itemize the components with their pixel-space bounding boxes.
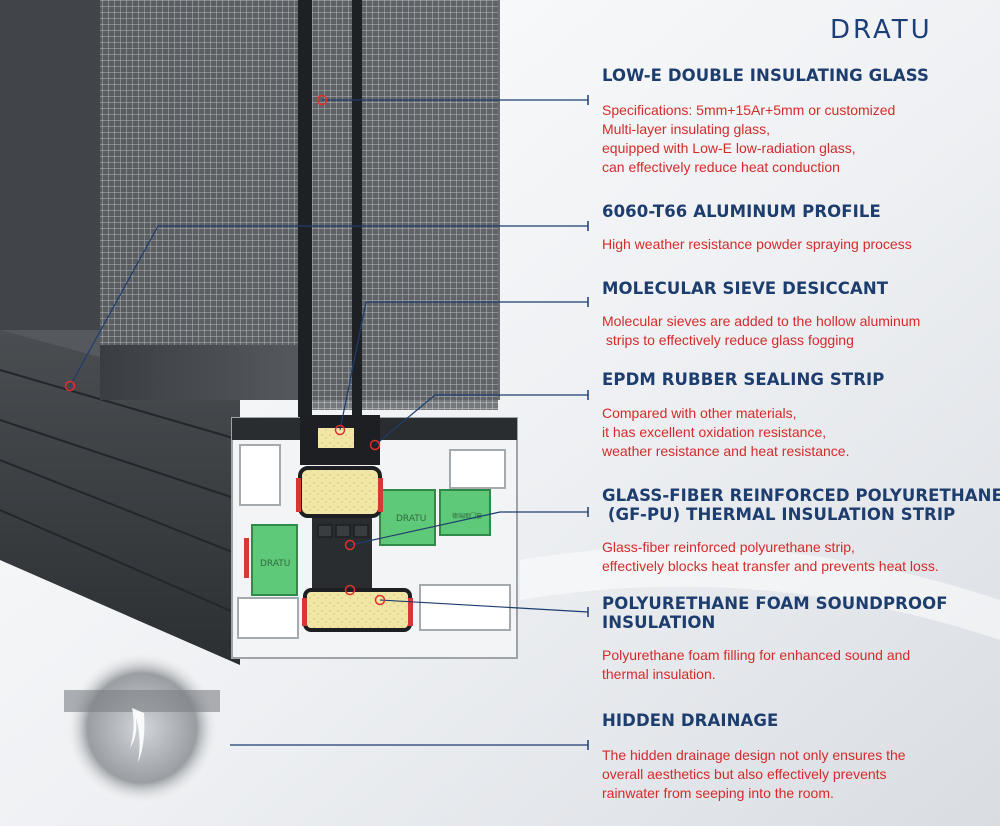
profile-cross-section <box>231 415 518 659</box>
gfpu-strip-right <box>439 489 491 536</box>
feature-hidden-drainage: HIDDEN DRAINAGE The hidden drainage desi… <box>602 711 994 803</box>
leader-lines <box>69 99 589 746</box>
feature-title: HIDDEN DRAINAGE <box>602 711 779 730</box>
feature-title: GLASS-FIBER REINFORCED POLYURETHANE (GF-… <box>602 486 1000 524</box>
feature-gfpu-strip: GLASS-FIBER REINFORCED POLYURETHANE (GF-… <box>602 486 1000 576</box>
foam-chamber-lower <box>303 588 412 632</box>
profile-brand-sublabel: 德瑞图门窗 <box>452 512 482 520</box>
feature-title: EPDM RUBBER SEALING STRIP <box>602 370 885 389</box>
description-line: can effectively reduce heat conduction <box>602 159 840 175</box>
feature-title: LOW-E DOUBLE INSULATING GLASS <box>602 66 929 85</box>
description-line: Multi-layer insulating glass, <box>602 121 771 137</box>
profile-brand-label-left: DRATU <box>260 559 290 569</box>
water-drop-icon <box>130 708 145 763</box>
profile-brand-label: DRATU <box>396 514 426 524</box>
description-line: effectively blocks heat transfer and pre… <box>602 558 939 574</box>
glass-spacer-bar <box>298 0 312 430</box>
drainage-detail-frame <box>64 690 220 712</box>
feature-title: POLYURETHANE FOAM SOUNDPROOF INSULATION <box>602 594 994 632</box>
description-line: Glass-fiber reinforced polyurethane stri… <box>602 539 855 555</box>
description-line: overall aesthetics but also effectively … <box>602 766 887 782</box>
description-line: equipped with Low-E low-radiation glass, <box>602 140 856 156</box>
description-line: Molecular sieves are added to the hollow… <box>602 313 921 329</box>
title-line: POLYURETHANE FOAM SOUNDPROOF <box>602 594 948 613</box>
insect-screen-mesh-left <box>100 0 298 345</box>
left-frame-face <box>0 330 240 665</box>
feature-molecular-sieve: MOLECULAR SIEVE DESICCANT Molecular siev… <box>602 279 994 350</box>
feature-description: Polyurethane foam filling for enhanced s… <box>602 646 994 684</box>
feature-title: MOLECULAR SIEVE DESICCANT <box>602 279 889 298</box>
description-line: thermal insulation. <box>602 666 716 682</box>
title-line: GLASS-FIBER REINFORCED POLYURETHANE <box>602 486 1000 505</box>
description-line: Compared with other materials, <box>602 405 797 421</box>
description-line: The hidden drainage design not only ensu… <box>602 747 906 763</box>
description-line: rainwater from seeping into the room. <box>602 785 834 801</box>
description-line: it has excellent oxidation resistance, <box>602 424 827 440</box>
left-frame-top <box>0 0 100 330</box>
feature-low-e-glass: LOW-E DOUBLE INSULATING GLASS Specificat… <box>602 66 994 177</box>
title-line: INSULATION <box>602 613 716 632</box>
feature-description: Molecular sieves are added to the hollow… <box>602 312 994 350</box>
feature-aluminum-profile: 6060-T66 ALUMINUM PROFILE High weather r… <box>602 202 994 254</box>
background-swoosh <box>520 546 1000 640</box>
feature-epdm-strip: EPDM RUBBER SEALING STRIP Compared with … <box>602 370 994 461</box>
feature-description: Glass-fiber reinforced polyurethane stri… <box>602 538 994 576</box>
insect-screen-mesh-right <box>312 0 498 410</box>
feature-description: The hidden drainage design not only ensu… <box>602 746 994 803</box>
frame-grooves <box>0 369 241 616</box>
gfpu-strip-left <box>251 524 298 596</box>
callout-markers <box>64 94 386 606</box>
feature-description: Compared with other materials, it has ex… <box>602 404 994 461</box>
description-line: strips to effectively reduce glass foggi… <box>602 332 854 348</box>
brand-logo: DRATU <box>830 15 933 45</box>
description-line: Specifications: 5mm+15Ar+5mm or customiz… <box>602 102 896 118</box>
feature-title: 6060-T66 ALUMINUM PROFILE <box>602 202 881 221</box>
glass-inner-bar <box>352 0 362 430</box>
feature-description: Specifications: 5mm+15Ar+5mm or customiz… <box>602 101 994 177</box>
description-line: High weather resistance powder spraying … <box>602 236 912 252</box>
foam-chamber-upper <box>298 466 382 518</box>
title-line: (GF-PU) THERMAL INSULATION STRIP <box>602 505 956 524</box>
description-line: weather resistance and heat resistance. <box>602 443 850 459</box>
feature-description: High weather resistance powder spraying … <box>602 235 994 254</box>
description-line: Polyurethane foam filling for enhanced s… <box>602 647 911 663</box>
feature-pu-foam: POLYURETHANE FOAM SOUNDPROOF INSULATION … <box>602 594 994 684</box>
